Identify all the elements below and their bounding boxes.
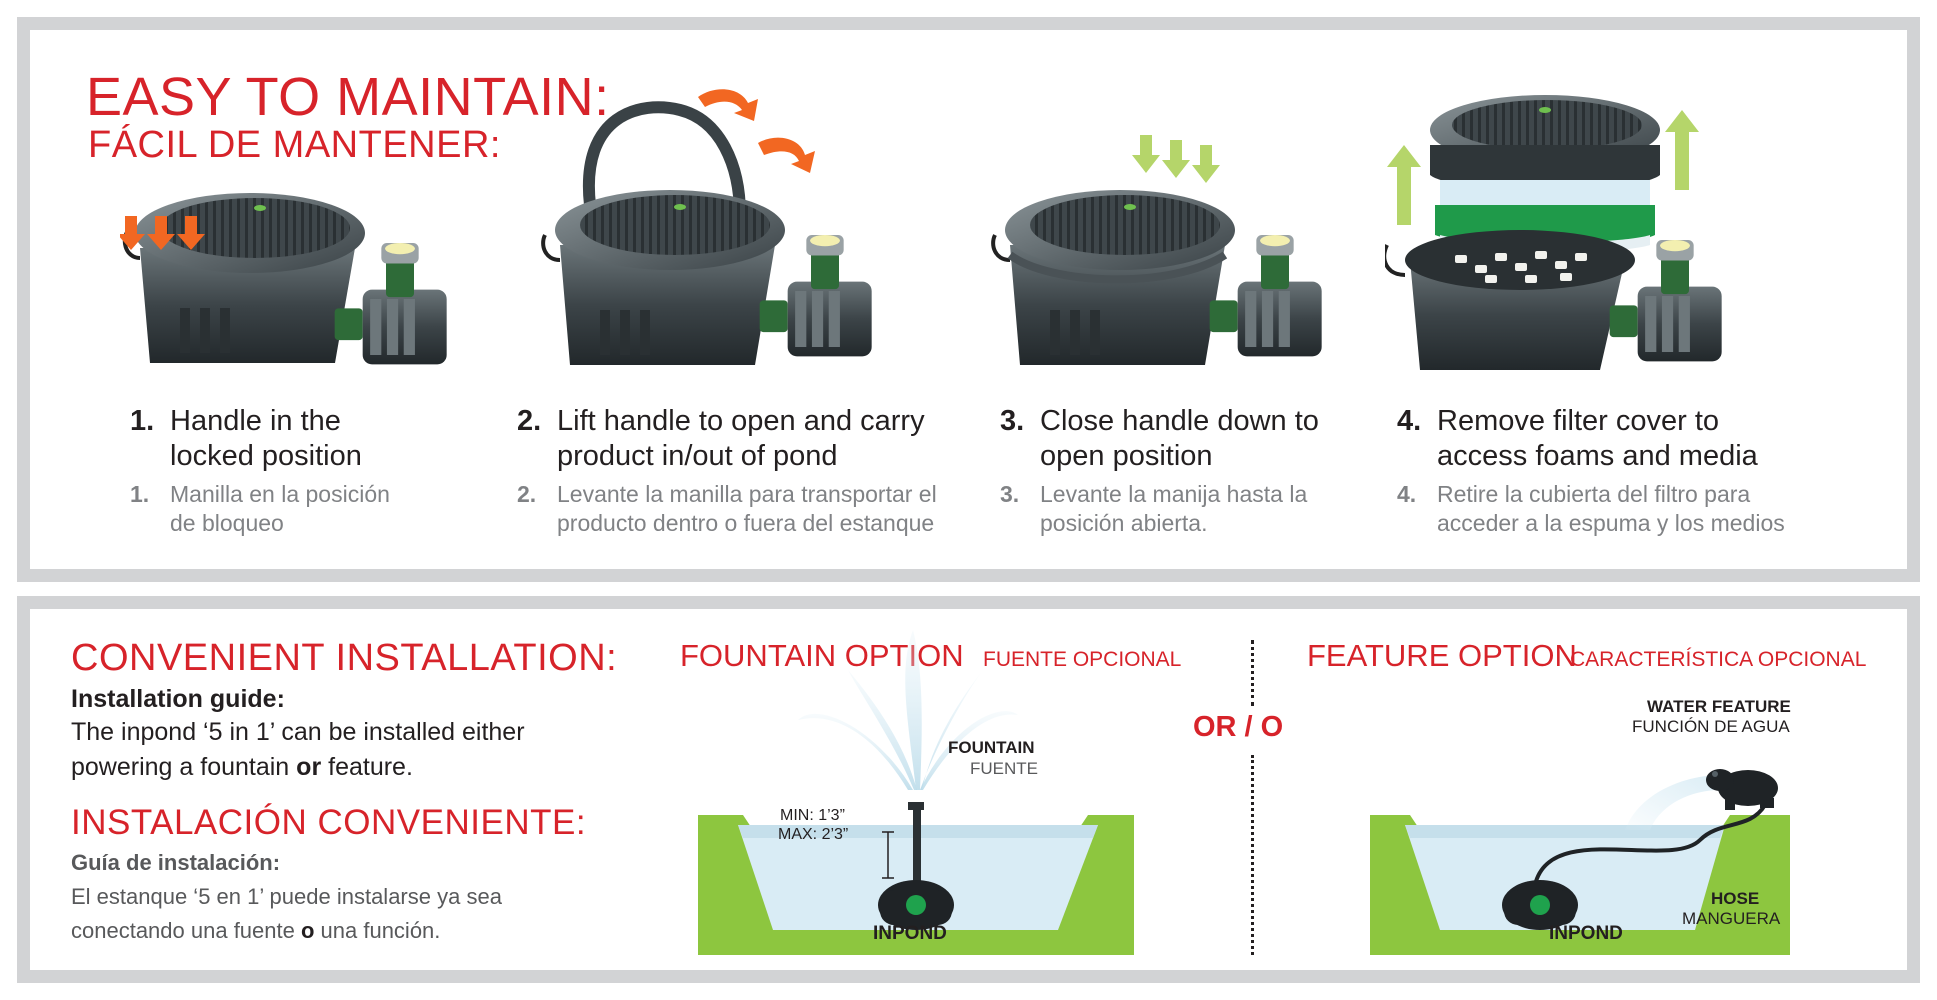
option-divider-bottom [1251,755,1254,955]
maintain-subtitle: FÁCIL DE MANTENER: [88,124,501,166]
down-arrows-icon [120,216,205,250]
step-3: 3. Close handle down to open position 3.… [1000,404,1440,538]
step-3-en-text: Close handle down to open position [1040,405,1319,472]
installation-desc-es-part1: El estanque ‘5 en 1’ puede instalarse ya… [71,884,502,943]
frog-icon [1706,769,1778,810]
fountain-inpond-label: INPOND [873,923,947,944]
step-1-es: 1. Manilla en la posición de bloqueo [130,480,570,538]
max-depth-label: MAX: 2’3” [778,826,849,843]
step-2: 2. Lift handle to open and carry product… [517,404,957,538]
fountain-label: FOUNTAIN [948,738,1035,757]
maintain-title: EASY TO MAINTAIN: [86,67,610,127]
installation-description: The inpond ‘5 in 1’ can be installed eit… [71,715,591,785]
product-filter-cover-removed-illustration [1385,95,1722,370]
step-4-number-es: 4. [1397,481,1417,507]
step-1-number: 1. [130,405,155,437]
step-4-en: 4. Remove filter cover to access foams a… [1397,404,1837,474]
installation-desc-or: or [296,753,322,781]
step-4: 4. Remove filter cover to access foams a… [1397,404,1837,538]
hose-label: HOSE [1711,889,1760,908]
installation-guide-label: Installation guide: [71,685,285,713]
step-2-es-text: Levante la manilla para transportar el p… [557,481,937,536]
step-4-number: 4. [1397,405,1422,437]
step-1: 1. Handle in the locked position 1. Mani… [130,404,570,538]
step-2-number-es: 2. [517,481,537,507]
fountain-diagram [698,630,1134,955]
step-2-number: 2. [517,405,542,437]
step-2-en: 2. Lift handle to open and carry product… [517,404,957,474]
step-3-es: 3. Levante la manija hasta la posición a… [1000,480,1440,538]
step-1-number-es: 1. [130,481,150,507]
step-1-en: 1. Handle in the locked position [130,404,570,474]
up-arrows-icon [1387,110,1699,225]
step-4-es-text: Retire la cubierta del filtro para acced… [1437,481,1785,536]
step-2-es: 2. Levante la manilla para transportar e… [517,480,957,538]
down-arrows-icon [1132,135,1220,183]
step-3-number: 3. [1000,405,1025,437]
product-locked-illustration [120,193,447,365]
feature-inpond-label: INPOND [1549,923,1623,944]
water-feature-label: WATER FEATURE [1647,697,1791,716]
fountain-label-es: FUENTE [970,759,1038,778]
installation-guide-label-es: Guía de instalación: [71,850,281,875]
step-3-en: 3. Close handle down to open position [1000,404,1440,474]
installation-desc-es-part2: una función. [314,918,441,943]
water-feature-label-es: FUNCIÓN DE AGUA [1632,717,1790,736]
installation-title-es: INSTALACIÓN CONVENIENTE: [71,803,587,842]
installation-title: CONVENIENT INSTALLATION: [71,637,618,679]
step-2-en-text: Lift handle to open and carry product in… [557,405,925,472]
installation-desc-part2: feature. [321,753,413,781]
step-1-es-text: Manilla en la posición de bloqueo [170,481,390,536]
product-lift-handle-illustration [541,89,872,365]
fountain-option-subtitle: FUENTE OPCIONAL [983,648,1182,671]
step-4-es: 4. Retire la cubierta del filtro para ac… [1397,480,1837,538]
min-depth-label: MIN: 1’3” [780,807,845,824]
feature-diagram [1370,769,1790,955]
rotate-arrows-icon [698,89,815,173]
option-divider-top [1251,640,1254,706]
step-4-en-text: Remove filter cover to access foams and … [1437,405,1758,472]
step-3-number-es: 3. [1000,481,1020,507]
step-3-es-text: Levante la manija hasta la posición abie… [1040,481,1308,536]
feature-option-subtitle: CARACTERÍSTICA OPCIONAL [1570,648,1867,671]
installation-desc-es-o: o [300,918,315,943]
or-label: OR / O [1193,711,1284,743]
feature-option-title: FEATURE OPTION [1307,638,1577,673]
installation-description-es: El estanque ‘5 en 1’ puede instalarse ya… [71,880,591,948]
installation-desc-part1: The inpond ‘5 in 1’ can be installed eit… [71,718,525,781]
step-1-en-text: Handle in the locked position [170,405,362,472]
hose-label-es: MANGUERA [1682,909,1781,928]
product-handle-down-illustration [991,135,1322,365]
fountain-spray [798,630,1018,790]
